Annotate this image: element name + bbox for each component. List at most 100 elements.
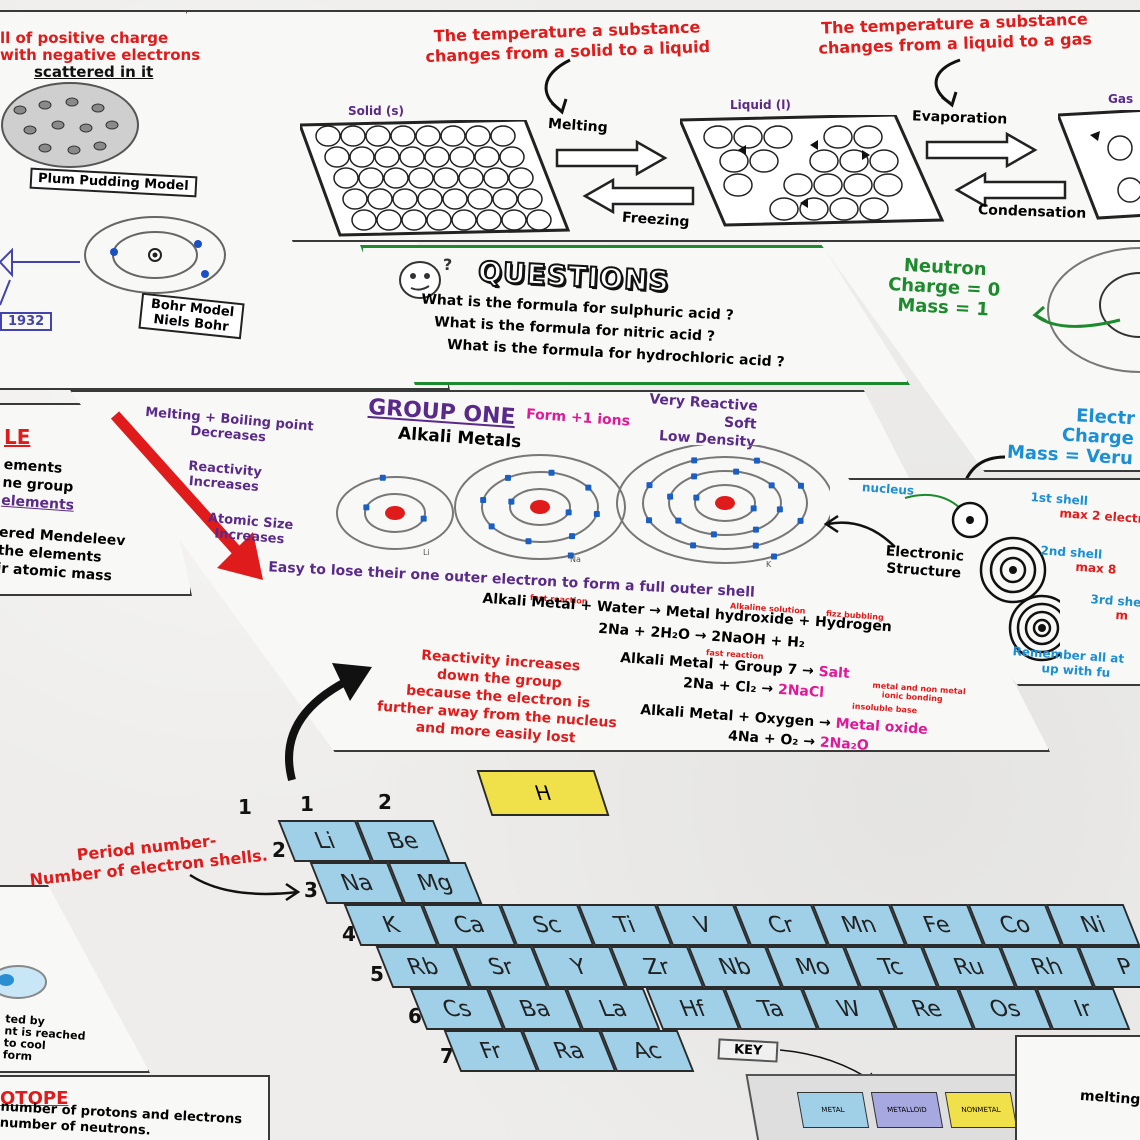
liquid-particle [829, 197, 859, 221]
electron-dot [565, 509, 572, 516]
plum-line-3: scattered in it [34, 63, 154, 81]
period-number-7: 7 [440, 1044, 454, 1068]
period-number-5: 5 [370, 962, 384, 986]
liquid-particle [873, 173, 903, 197]
reaction-arrow-5: → [818, 714, 837, 732]
solid-particle [426, 209, 452, 231]
electron-dot [770, 553, 777, 560]
liquid-particle [859, 197, 889, 221]
solid-particle [424, 146, 450, 168]
electron-dot [646, 517, 653, 524]
electron-dot [750, 505, 757, 512]
reaction-arrow-3: → [801, 662, 820, 680]
electron-dot [797, 482, 804, 489]
solid-particle [392, 188, 418, 210]
electron-dot [710, 531, 717, 538]
electron-dot [567, 552, 574, 559]
electron-dot [797, 517, 804, 524]
solid-particle [415, 125, 441, 147]
solid-particle [492, 188, 518, 210]
element-cell-be: Be [355, 820, 451, 862]
electron-dot [569, 533, 576, 540]
group-number-1a: 1 [238, 795, 252, 819]
solid-particle [358, 167, 384, 189]
liquid-particle [749, 149, 779, 173]
cooling-note: ted by nt is reached to cool form [2, 1012, 86, 1067]
electron-dot [690, 542, 697, 549]
liquid-particle [839, 149, 869, 173]
liquid-particle [719, 149, 749, 173]
period-note-arrow [189, 873, 301, 902]
electron-dot [593, 510, 600, 517]
electron-dot [675, 517, 682, 524]
solid-particle [465, 125, 491, 147]
solid-particle [458, 167, 484, 189]
electron-dot [525, 538, 532, 545]
solid-particle [440, 125, 466, 147]
svg-text:?: ? [443, 255, 452, 274]
solid-particle [433, 167, 459, 189]
element-cell-ac: Ac [599, 1030, 695, 1072]
solid-particle [490, 125, 516, 147]
solid-particle [365, 125, 391, 147]
plum-line-1: ll of positive charge [0, 29, 169, 47]
solid-particles [300, 120, 570, 237]
lithium-atom-label: Li [423, 548, 430, 557]
solid-particle [501, 209, 527, 231]
neutron-info: Neutron Charge = 0 Mass = 1 [887, 255, 1002, 321]
key-label: KEY [717, 1038, 779, 1063]
electron-dot [691, 457, 698, 464]
curved-pointer-arrow [285, 663, 372, 782]
blue-disc-icon [0, 965, 47, 999]
liquid-particle [813, 173, 843, 197]
melting-corner-panel [1015, 1035, 1140, 1140]
electron-dot [693, 494, 700, 501]
mendeleev-title: LE [4, 425, 31, 449]
solid-particle [399, 146, 425, 168]
shell-diagrams [904, 493, 1060, 662]
electron-dot [363, 504, 370, 511]
reaction-arrow-6: → [802, 733, 821, 751]
plum-description: ll of positive charge with negative elec… [0, 30, 200, 81]
electron-dot [420, 515, 427, 522]
solid-particle [474, 146, 500, 168]
solid-particle [315, 125, 341, 147]
electron-dot [691, 473, 698, 480]
electron-dot [752, 542, 759, 549]
element-cell-ir: Ir [1035, 988, 1131, 1030]
liquid-particle [763, 125, 793, 149]
electronic-structure-arrow [823, 514, 896, 548]
alkali-atoms-illustration: Li Na K [336, 445, 830, 569]
solid-particle [342, 188, 368, 210]
group7-sym-products: 2NaCl [777, 681, 825, 701]
liquid-particles [680, 115, 945, 227]
solid-particle [333, 167, 359, 189]
liquid-particle [853, 125, 883, 149]
period-number-3: 3 [304, 878, 318, 902]
solid-particle [449, 146, 475, 168]
electron-dot [585, 484, 592, 491]
solid-particle [376, 209, 402, 231]
electron-dot [768, 482, 775, 489]
reactivity-note: Reactivity increases down the group beca… [375, 644, 621, 751]
liquid-particle [783, 173, 813, 197]
group-number-1b: 1 [300, 792, 314, 816]
key-metalloid: METALLOID [870, 1092, 944, 1128]
atom-nucleus-illustration [1032, 247, 1140, 373]
sodium-atom-label: Na [570, 555, 581, 564]
solid-label: Solid (s) [348, 104, 404, 118]
trend-text: Melting + Boiling point Decreases Reacti… [135, 405, 315, 549]
electron-dot [480, 497, 487, 504]
shell2-label: 2nd shell max 8 [1039, 543, 1118, 576]
group-number-2: 2 [378, 790, 392, 814]
electron-dot [776, 506, 783, 513]
reaction-arrow-4: → [760, 680, 779, 698]
gas-label: Gas [1108, 92, 1134, 106]
thinking-face-icon: ? [399, 255, 452, 299]
solid-particle [374, 146, 400, 168]
hydrogen-cell: H [476, 770, 610, 816]
solid-particle [442, 188, 468, 210]
electron-dot [548, 469, 555, 476]
liquid-label: Liquid (l) [730, 98, 791, 112]
